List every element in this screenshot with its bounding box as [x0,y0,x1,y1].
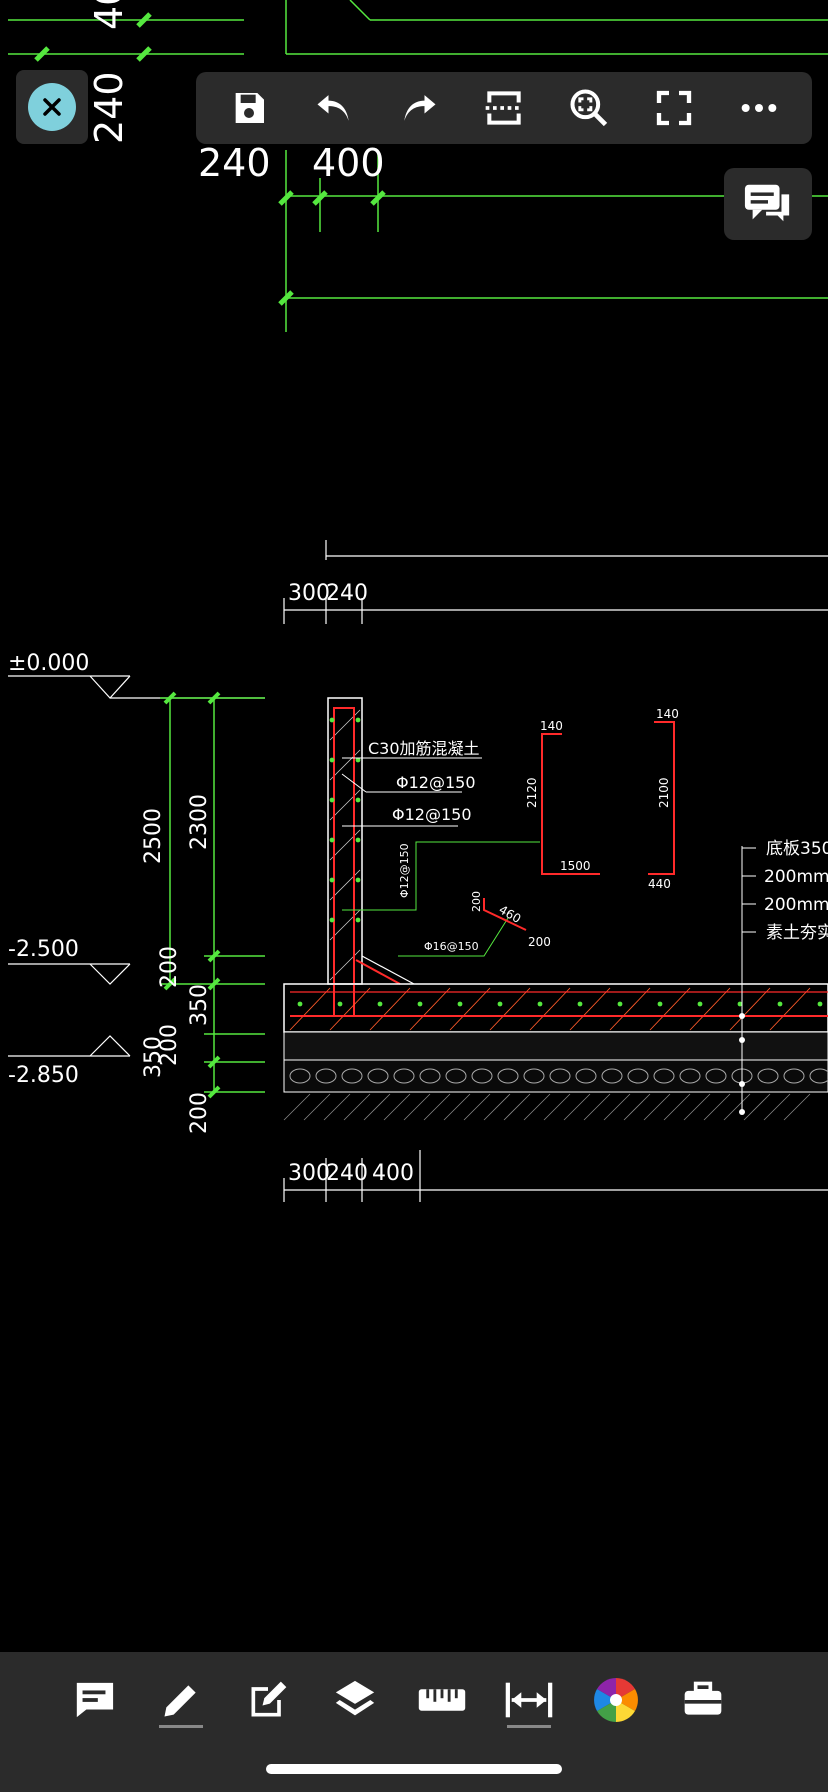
vdim-350b: 350 [141,1036,166,1078]
top-dimension-lines [8,0,828,332]
crop-button[interactable] [476,80,532,136]
layer-note-2: 200mm厚 [764,867,828,887]
pen-button[interactable] [137,1670,224,1730]
fullscreen-button[interactable] [646,80,702,136]
more-button[interactable] [731,80,787,136]
bar2-dim-440: 440 [648,877,671,891]
bar-shape-2 [648,721,675,875]
dimension-button[interactable] [485,1670,572,1730]
bend-dim-200: 200 [470,891,483,912]
undo-icon [317,95,349,121]
layer-note-1: 底板350mm [766,839,828,859]
toolbox-icon [684,1681,721,1715]
vdim-2500: 2500 [141,808,166,864]
rebar-leaders [342,841,540,957]
color-wheel-icon [593,1678,638,1722]
top-dim-400: 400 [312,141,385,185]
bottom-dim-400: 400 [372,1161,414,1186]
elevation-2500: -2.500 [8,937,79,962]
leader-lines [341,757,482,827]
crop-icon [485,91,523,125]
bottom-dim-240: 240 [326,1161,368,1186]
mid-dim-240: 240 [326,581,368,606]
bent-bar-shape [483,898,527,931]
bar2-dim-140: 140 [656,707,679,721]
fullscreen-icon [657,90,692,126]
vdim-350: 350 [187,984,212,1026]
bar1-dim-1500: 1500 [560,859,591,873]
layers-button[interactable] [311,1670,398,1730]
rebar-label-1: Φ12@150 [396,773,476,792]
dimension-ticks-top [34,12,386,306]
bar1-dim-140: 140 [540,719,563,733]
undo-button[interactable] [306,80,362,136]
close-icon [28,83,76,131]
bend-dim-200b: 200 [528,935,551,949]
bottom-dim-300: 300 [288,1161,330,1186]
toolbox-button[interactable] [659,1670,746,1730]
layer-notes-dots [739,1013,745,1115]
elevation-markers [8,675,265,1057]
redo-icon [404,95,436,121]
mid-dim-300: 300 [288,581,330,606]
home-indicator[interactable] [266,1764,562,1774]
bar2-dim-2100: 2100 [657,777,671,808]
vdim-200b: 200 [157,1024,182,1066]
elevation-2850: -2.850 [8,1063,79,1088]
save-button[interactable] [221,80,277,136]
layer-notes-ticks [742,847,756,933]
bottom-dimension-lines [283,1150,828,1202]
save-icon [235,93,264,123]
close-button[interactable] [16,70,88,144]
rebar-label-vertical: Φ12@150 [398,843,411,898]
annotation-icon [74,1682,113,1718]
edit-button[interactable] [224,1670,311,1730]
vdim-2300: 2300 [187,794,212,850]
side-dim-240: 240 [87,71,131,144]
top-toolbar [196,72,812,144]
pen-icon [164,1685,196,1717]
rebar-label-2: Φ12@150 [392,805,472,824]
mid-dimension-lines [283,540,828,624]
elevation-0: ±0.000 [8,651,89,676]
layer-note-4: 素土夯实 [766,923,828,943]
bar1-dim-2120: 2120 [525,777,539,808]
comments-button[interactable] [724,168,812,240]
vertical-dimension-ticks [163,691,221,1099]
layer-note-3: 200mm厚 [764,895,828,915]
zoom-fit-button[interactable] [561,80,617,136]
vdim-200: 200 [157,946,182,988]
ruler-button[interactable] [398,1670,485,1730]
edit-icon [251,1681,286,1717]
comment-icon [744,184,790,222]
bar-shape-1 [541,733,600,875]
zoom-fit-icon [570,89,608,127]
annotation-button[interactable] [50,1670,137,1730]
ruler-icon [418,1689,465,1711]
color-button[interactable] [572,1670,659,1730]
concrete-label: C30加筋混凝土 [368,739,480,758]
side-dim-partial: 40 [87,0,131,30]
more-icon [742,104,777,112]
redo-button[interactable] [391,80,447,136]
rebar-label-base: Φ16@150 [424,940,479,953]
retaining-wall-section [283,697,828,1121]
vdim-200c: 200 [187,1092,212,1134]
top-dim-240: 240 [198,141,271,185]
layers-icon [335,1680,374,1716]
dimension-icon [505,1682,552,1718]
